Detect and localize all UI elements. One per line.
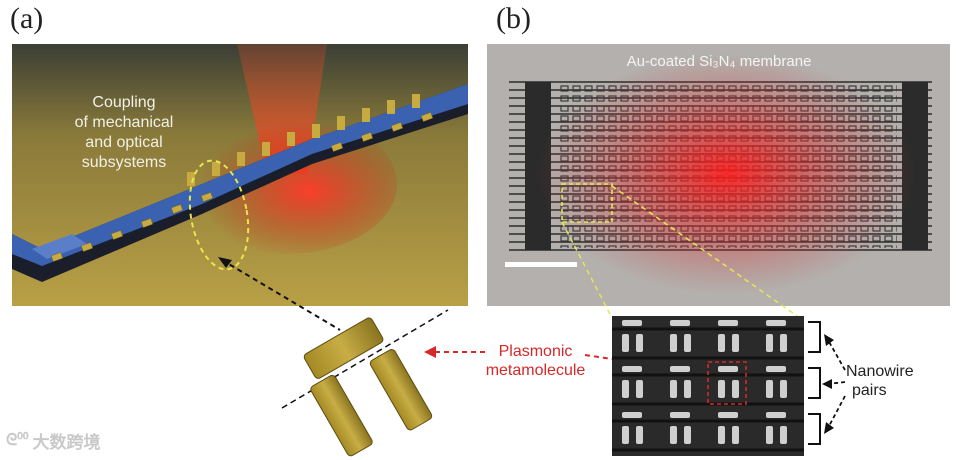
watermark-text: 大数跨境 <box>32 428 100 453</box>
nanowire-line-2: pairs <box>846 381 936 400</box>
zoomed-sem-image <box>612 316 804 456</box>
nanowire-line-1: Nanowire <box>846 362 936 381</box>
nanowire-label: Nanowire pairs <box>846 362 936 400</box>
watermark-logo-icon: ᘓ⁰⁰ <box>6 432 28 450</box>
metamolecule-3d <box>290 308 450 458</box>
plasmonic-line-2: metamolecule <box>478 361 593 380</box>
plasmonic-label: Plasmonic metamolecule <box>478 342 593 380</box>
plasmonic-line-1: Plasmonic <box>478 342 593 361</box>
watermark: ᘓ⁰⁰ 大数跨境 <box>6 428 100 453</box>
